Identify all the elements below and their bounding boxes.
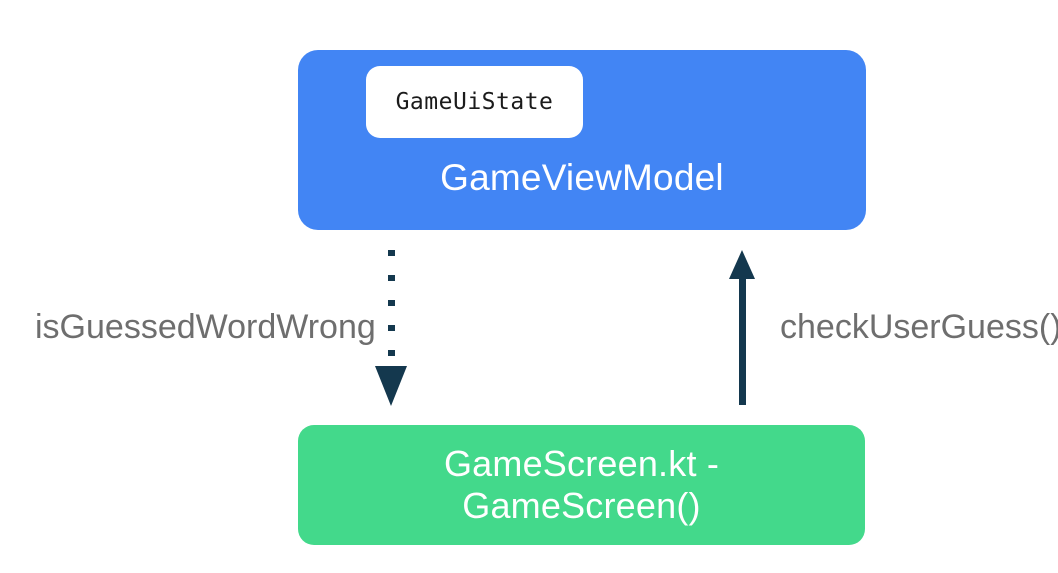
edge-label-checkuserguess: checkUserGuess() — [780, 308, 1058, 346]
gamescreen-box: GameScreen.kt - GameScreen() — [298, 425, 865, 545]
gameviewmodel-title: GameViewModel — [440, 157, 724, 198]
arrowhead-down-icon — [375, 366, 407, 406]
solid-arrow-line — [739, 276, 746, 405]
arrowhead-up-icon — [729, 250, 755, 279]
gamescreen-label-line2: GameScreen() — [462, 485, 701, 526]
gameuistate-chip-label: GameUiState — [395, 89, 554, 115]
edge-label-isguessedwordwrong: isGuessedWordWrong — [35, 308, 376, 346]
dotted-arrow-line — [388, 250, 395, 356]
gamescreen-label-line1: GameScreen.kt - — [443, 443, 720, 484]
gameviewmodel-box: GameUiState GameViewModel — [298, 50, 866, 230]
gameuistate-chip: GameUiState — [366, 66, 583, 138]
